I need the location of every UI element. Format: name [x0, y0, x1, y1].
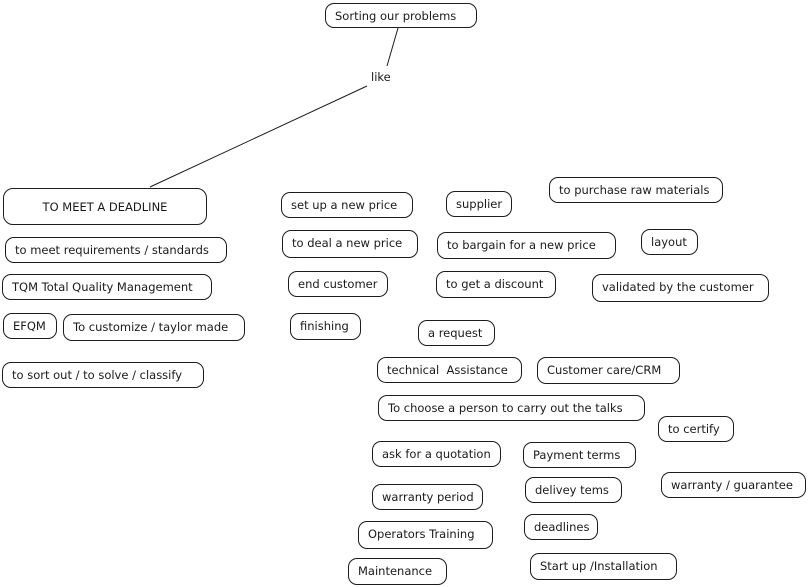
node-deadlines[interactable]: deadlines	[524, 514, 598, 540]
node-to-get-a-discount[interactable]: to get a discount	[436, 271, 556, 298]
node-warranty-period[interactable]: warranty period	[372, 484, 483, 510]
node-to-choose-a-person[interactable]: To choose a person to carry out the talk…	[378, 395, 645, 421]
node-to-meet-a-deadline[interactable]: TO MEET A DEADLINE	[3, 188, 207, 225]
connector-line-1	[149, 85, 368, 188]
node-operators-training[interactable]: Operators Training	[358, 521, 493, 549]
node-end-customer[interactable]: end customer	[288, 271, 388, 297]
node-efqm[interactable]: EFQM	[3, 313, 57, 339]
node-sorting-our-problems[interactable]: Sorting our problems	[325, 3, 477, 28]
node-tqm-total-quality-management[interactable]: TQM Total Quality Management	[2, 274, 212, 300]
node-like[interactable]: like	[371, 70, 391, 84]
node-to-purchase-raw-materials[interactable]: to purchase raw materials	[549, 177, 723, 203]
node-to-meet-requirements-standards[interactable]: to meet requirements / standards	[5, 237, 227, 263]
node-warranty-guarantee[interactable]: warranty / guarantee	[661, 472, 806, 498]
node-supplier[interactable]: supplier	[446, 191, 512, 217]
node-set-up-a-new-price[interactable]: set up a new price	[281, 192, 413, 218]
connector-line-0	[386, 27, 399, 67]
node-to-deal-a-new-price[interactable]: to deal a new price	[282, 230, 418, 258]
node-customer-care-crm[interactable]: Customer care/CRM	[537, 357, 680, 384]
node-delivey-tems[interactable]: delivey tems	[525, 477, 622, 503]
node-to-sort-out-solve-classify[interactable]: to sort out / to solve / classify	[2, 362, 204, 388]
node-a-request[interactable]: a request	[418, 320, 495, 346]
node-finishing[interactable]: finishing	[290, 313, 361, 340]
node-layout[interactable]: layout	[641, 229, 698, 255]
node-payment-terms[interactable]: Payment terms	[523, 442, 636, 468]
node-to-certify[interactable]: to certify	[658, 416, 734, 442]
node-validated-by-the-customer[interactable]: validated by the customer	[592, 274, 769, 302]
node-to-customize-taylor-made[interactable]: To customize / taylor made	[63, 314, 245, 341]
node-to-bargain-for-a-new-price[interactable]: to bargain for a new price	[437, 232, 616, 259]
node-start-up-installation[interactable]: Start up /Installation	[530, 553, 677, 580]
node-ask-for-a-quotation[interactable]: ask for a quotation	[372, 441, 501, 467]
node-technical-assistance[interactable]: technical Assistance	[377, 357, 522, 383]
node-maintenance[interactable]: Maintenance	[348, 558, 447, 585]
